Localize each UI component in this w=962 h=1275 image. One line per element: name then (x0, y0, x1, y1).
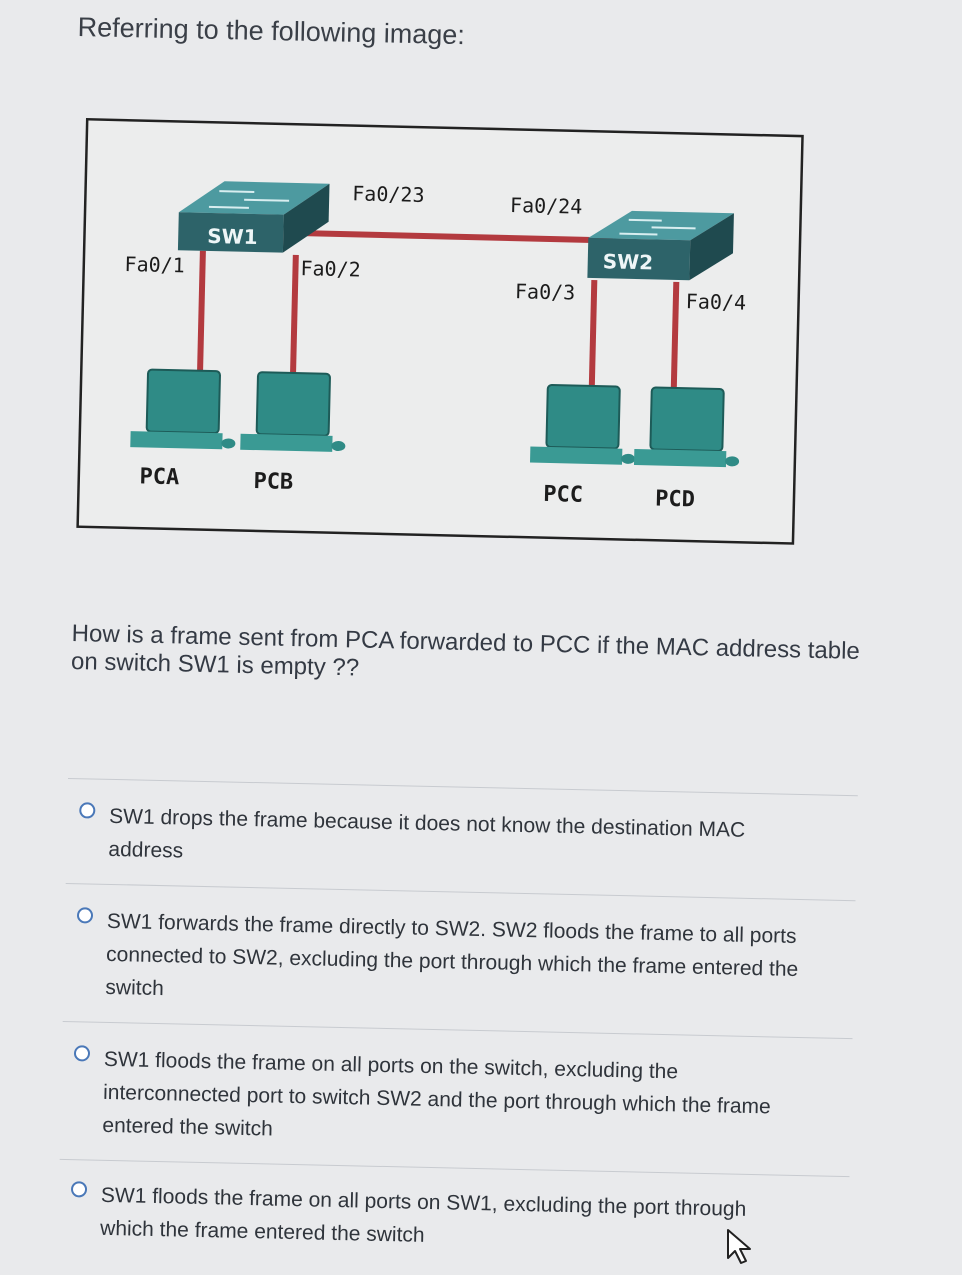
host-label-pcd: PCD (655, 487, 695, 513)
host-pcc (530, 384, 636, 465)
sw2-label: SW2 (602, 249, 653, 274)
answer-option-2[interactable]: SW1 forwards the frame directly to SW2. … (63, 884, 856, 1038)
radio-button-icon[interactable] (70, 1181, 88, 1198)
network-topology-diagram: SW1 SW2 Fa0/23 Fa0/24 Fa0/1 Fa0/2 Fa0/3 … (76, 118, 804, 545)
port-label-fa0-24: Fa0/24 (510, 193, 583, 219)
host-pcd (633, 386, 740, 468)
diagram-frame (76, 118, 804, 545)
radio-button-icon[interactable] (76, 907, 94, 924)
answer-option-3-text: SW1 floods the frame on all ports on the… (102, 1047, 771, 1141)
host-label-pcb: PCB (253, 469, 293, 495)
topology-svg: SW1 SW2 Fa0/23 Fa0/24 Fa0/1 Fa0/2 Fa0/3 … (76, 118, 804, 545)
sw1-label: SW1 (207, 224, 258, 249)
cable-fa0-23-fa0-24 (298, 230, 614, 244)
port-label-fa0-1: Fa0/1 (124, 252, 185, 277)
host-pca (130, 368, 236, 450)
switch-sw1: SW1 (177, 181, 330, 253)
question-text: How is a frame sent from PCA forwarded t… (70, 620, 861, 682)
switch-sw2: SW2 (587, 210, 734, 281)
radio-button-icon[interactable] (79, 802, 96, 819)
radio-button-icon[interactable] (73, 1045, 91, 1062)
cable-pcb (290, 254, 299, 376)
port-label-fa0-4: Fa0/4 (686, 289, 747, 314)
cable-pcc (588, 279, 598, 389)
answer-option-4-text: SW1 floods the frame on all ports on SW1… (99, 1183, 747, 1247)
port-label-fa0-3: Fa0/3 (515, 279, 576, 304)
port-label-fa0-2: Fa0/2 (300, 256, 361, 281)
answer-option-1-text: SW1 drops the frame because it does not … (108, 804, 746, 863)
cable-pcd (670, 281, 680, 390)
cables (197, 230, 680, 390)
port-label-fa0-23: Fa0/23 (352, 181, 425, 207)
host-pcb (240, 371, 346, 452)
answer-option-2-text: SW1 forwards the frame directly to SW2. … (105, 909, 799, 1001)
answer-option-1[interactable]: SW1 drops the frame because it does not … (66, 779, 858, 900)
cable-pca (197, 250, 206, 373)
answer-options: SW1 drops the frame because it does not … (58, 778, 858, 1261)
host-label-pca: PCA (139, 464, 179, 490)
answer-option-3[interactable]: SW1 floods the frame on all ports on the… (60, 1022, 853, 1176)
host-label-pcc: PCC (543, 482, 583, 508)
mouse-pointer-icon (724, 1226, 760, 1271)
page-intro: Referring to the following image: (77, 12, 466, 51)
